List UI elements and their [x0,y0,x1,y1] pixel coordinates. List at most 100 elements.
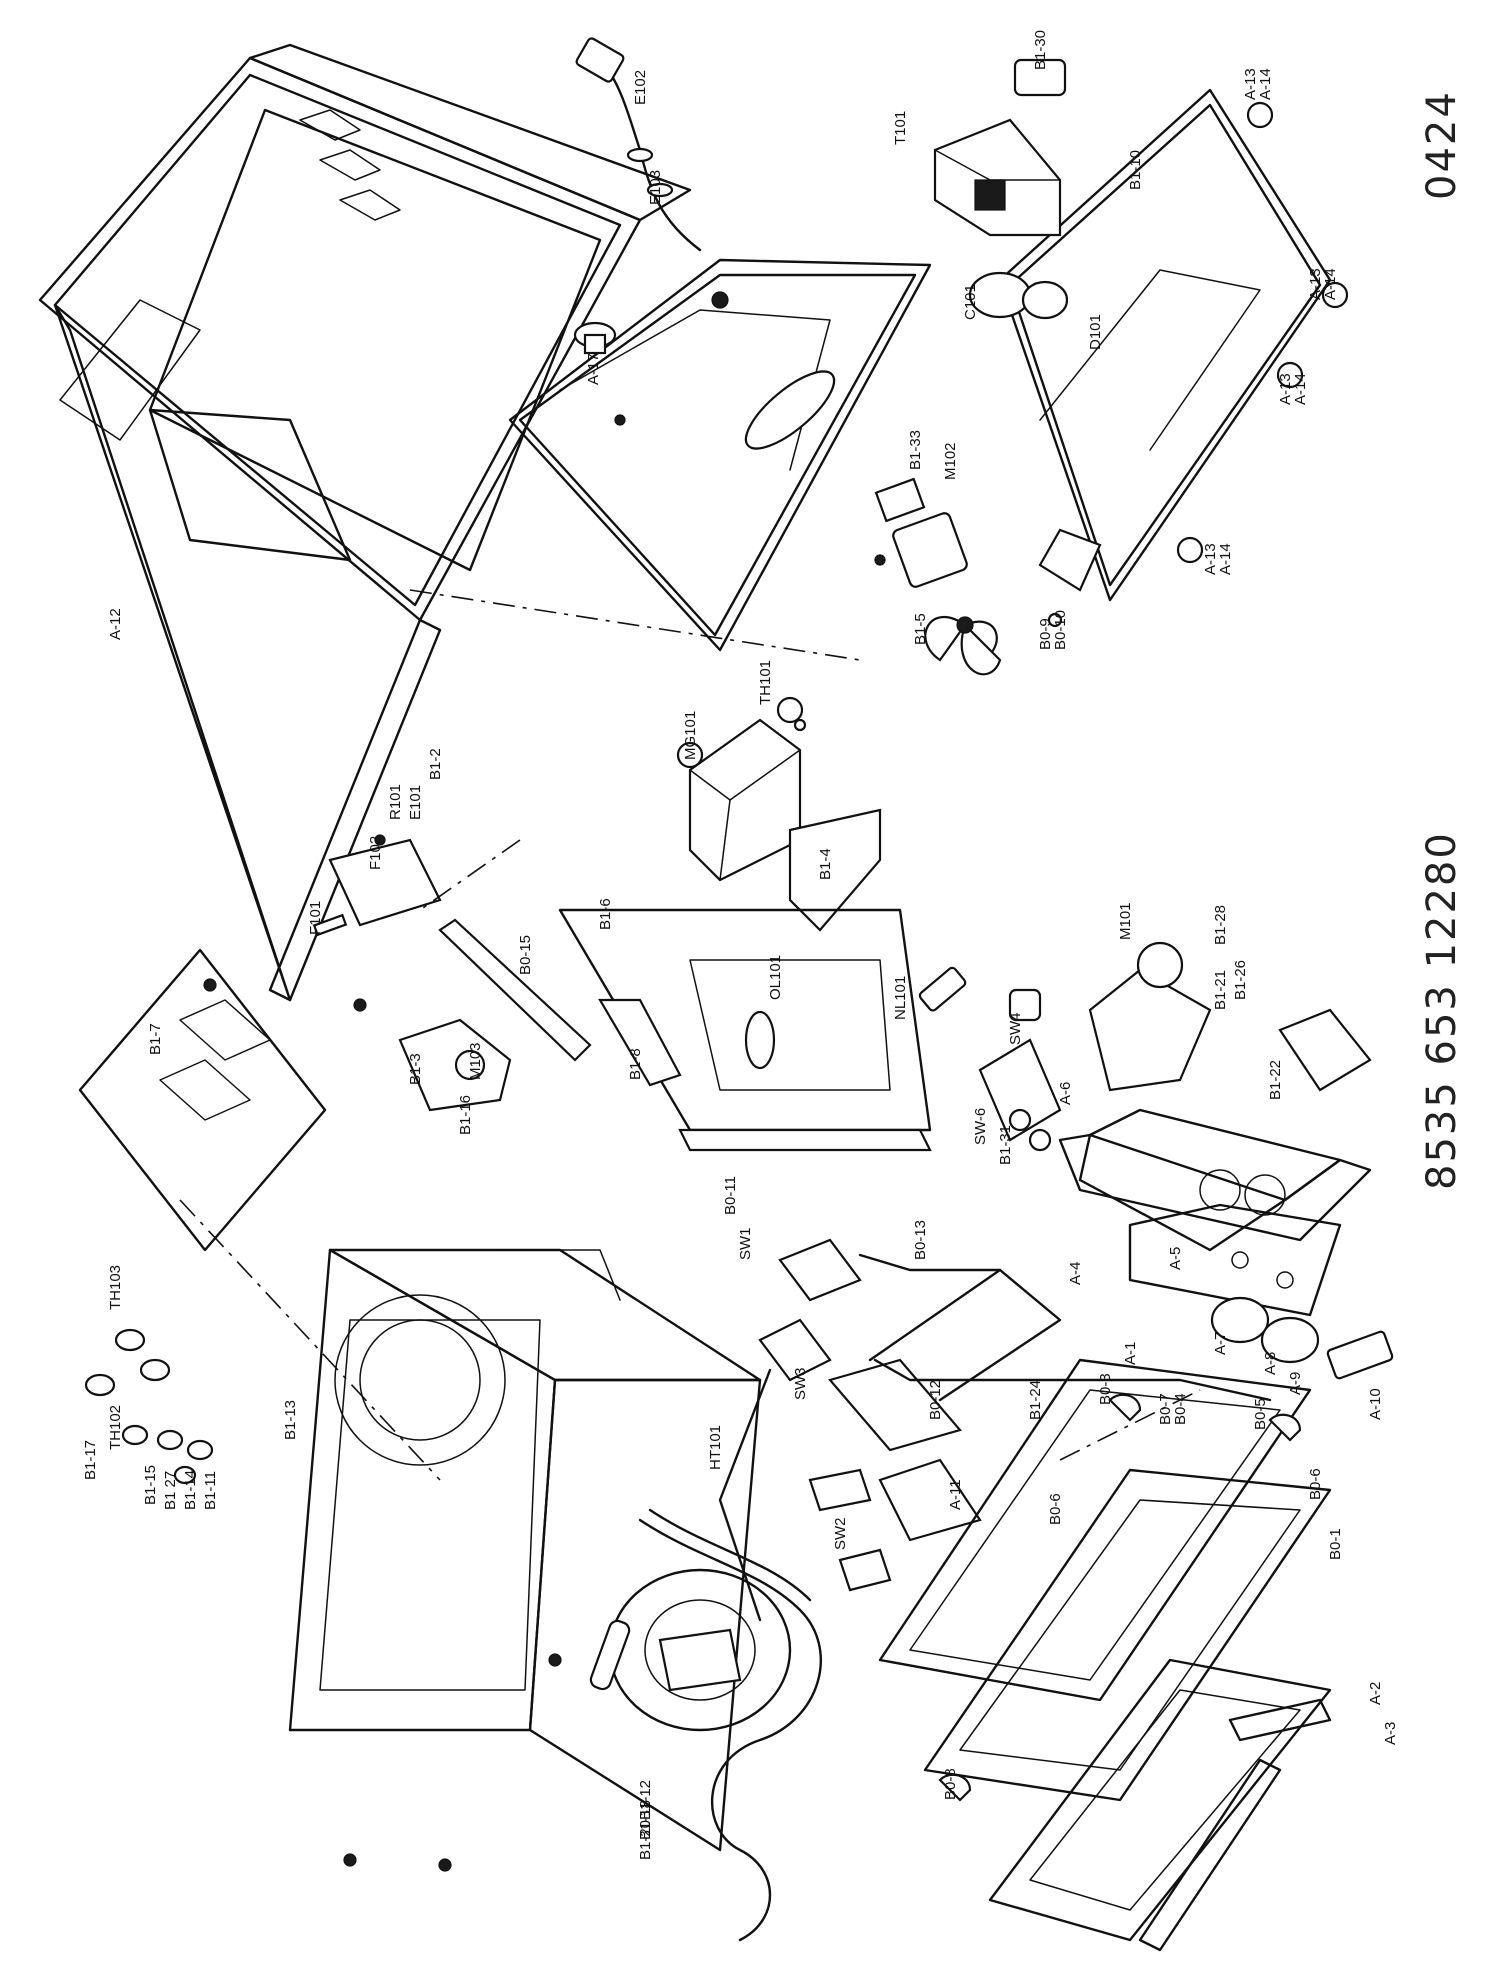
relay-board-b121 [1278,1008,1372,1092]
revision-code: 0424 [1419,90,1465,200]
part-label: B1-15 [142,1465,159,1505]
part-label: B0-11 [722,1176,739,1215]
part-label: B0-15 [517,935,534,975]
power-cord [575,37,702,252]
motor-m103 [398,1018,512,1112]
part-label: A-9 [1287,1372,1304,1395]
thermostat-cluster [84,1328,214,1485]
door-latches [938,1393,1302,1802]
bracket-b013 [858,1253,1002,1272]
part-label: NL101 [892,976,909,1020]
part-label: C101 [962,284,979,320]
fan-blade-b15 [924,616,1002,676]
guide-line-4 [1059,1389,1201,1461]
part-label: B0-6 [1047,1493,1064,1525]
part-label: B1-17 [82,1440,99,1480]
part-label: B0-3 [1097,1373,1114,1405]
part-label: B0-13 [912,1220,929,1260]
part-label: SW4 [1007,1012,1024,1045]
part-label: B0-12 [927,1380,944,1420]
capacitor-c101 [968,271,1069,320]
part-label: A-13 [1242,68,1259,100]
guide-line-3 [179,1199,441,1481]
part-label: B1-10 [1127,150,1144,190]
switch-sw6-bracket [978,1038,1062,1152]
part-label: B1 27 [162,1471,179,1510]
door-panel-b01 [923,1468,1332,1802]
cover-b14 [788,808,882,932]
switch-sw4 [1008,988,1042,1022]
part-label: B1-24 [1027,1380,1044,1420]
part-label: T101 [892,111,909,145]
part-label: B1-18 [637,1800,654,1840]
part-label: B0-6 [1307,1468,1324,1500]
part-label: B1-11 [202,1471,219,1510]
bracket-b18 [598,998,682,1087]
part-label: D101 [1087,314,1104,350]
bracket-a1 [873,1358,1272,1402]
part-label: A-8 [1262,1352,1279,1375]
part-label: TH101 [757,660,774,705]
part-label: A-7 [1212,1332,1229,1355]
part-label: SW3 [792,1367,809,1400]
part-label: TH103 [107,1265,124,1310]
part-label: A-3 [1382,1722,1399,1745]
part-label: F102 [367,836,384,870]
part-label: M103 [467,1042,484,1080]
part-label: B1-5 [912,613,929,645]
part-label: B0-8 [942,1768,959,1800]
part-label: TH102 [107,1405,124,1450]
part-label: SW1 [737,1227,754,1260]
part-label: A-2 [1367,1682,1384,1705]
control-panel-frame [1058,1108,1372,1252]
part-label: B1-21 [1212,970,1229,1010]
part-label: A-17 [585,353,602,385]
part-label: F101 [307,901,324,935]
guide-line-1 [409,589,861,661]
transformer-t101 [933,118,1062,237]
part-label: A-13 [1202,543,1219,575]
part-label: B1-26 [1232,960,1249,1000]
guide-line-2 [419,839,521,911]
door-window-a2 [988,1658,1332,1942]
part-label: B1-4 [817,848,834,880]
bracket-line-left [718,1368,772,1622]
part-label: B1-31 [997,1125,1014,1165]
part-label: B1-6 [597,898,614,930]
part-label: A-4 [1067,1262,1084,1285]
part-label: M101 [1117,902,1134,940]
plate-b16 [558,908,932,1152]
timer-motor-m101 [1088,941,1212,1092]
part-label: SW2 [832,1517,849,1550]
part-label: A-1 [1122,1342,1139,1365]
oven-cavity [288,1248,762,1872]
part-label: E103 [647,170,664,205]
part-label: B1-12 [637,1780,654,1820]
part-label: B0-9 [1037,618,1054,650]
base-plate [998,88,1349,602]
fan-motor-m102 [874,477,968,588]
part-label: A-11 [947,1479,964,1510]
shield-b17 [78,948,327,1252]
part-label: B1-3 [407,1053,424,1085]
part-label: E101 [407,785,424,820]
part-label: B1-20 [637,1820,654,1860]
turntable-drive [589,1568,792,1732]
part-label: A-13 [1277,373,1294,405]
part-label: A-6 [1057,1082,1074,1105]
part-label: SW-6 [972,1108,989,1145]
part-label: B1-33 [907,430,924,470]
part-label: A-14 [1292,373,1309,405]
part-label: B0-1 [1327,1528,1344,1560]
part-label: A-5 [1167,1247,1184,1270]
part-label: R101 [387,784,404,820]
switch-assembly [758,1238,1062,1592]
foot-a17 [573,321,617,355]
part-label: OL101 [767,955,784,1000]
part-label: B1-2 [427,748,444,780]
part-label: B1-16 [457,1095,474,1135]
part-label: B1-28 [1212,905,1229,945]
cabinet-outer-case [38,43,692,1012]
